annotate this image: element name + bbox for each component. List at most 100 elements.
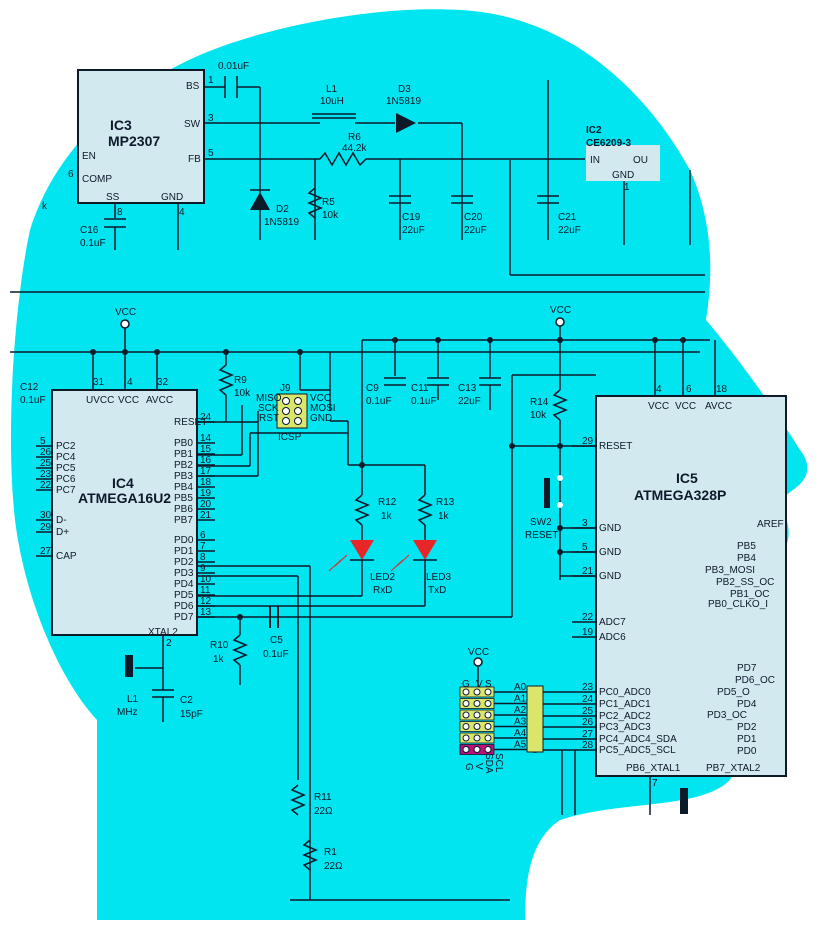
header-bottom-labels: G V SDA SCL: [463, 753, 504, 774]
ic5-top-pins: VCC VCC AVCC 4 6 18: [648, 384, 732, 412]
svg-text:V: V: [476, 679, 483, 690]
ic3-num: 8: [117, 207, 123, 218]
c16-ref: C16: [80, 225, 99, 236]
ic4-pin: PC6: [56, 474, 76, 485]
led2-ref: LED2: [370, 572, 395, 583]
ic4-pin: PB5: [174, 493, 193, 504]
ic4-pin-num: 23: [40, 469, 52, 480]
ic4-pin-num: 21: [200, 510, 212, 521]
r10-value: 1k: [213, 654, 225, 665]
ic3-pin-comp: COMP: [82, 174, 112, 185]
ic4-pin-num: 27: [40, 546, 52, 557]
ic4-pin: RESET: [174, 417, 207, 428]
ic4-pin-num: 8: [200, 552, 206, 563]
ic3-num: 6: [68, 169, 74, 180]
ic3-ref: IC3: [110, 117, 132, 133]
r1-resistor: [302, 839, 318, 871]
j9-pin: MOSI: [310, 403, 336, 414]
r10-resistor: [232, 634, 248, 666]
ic2-pin-in: IN: [590, 155, 600, 166]
ic5-pin-num: 21: [582, 566, 594, 577]
ic5-pin: AREF: [757, 519, 784, 530]
r12-ref: R12: [378, 497, 397, 508]
ic4-top-pins: UVCC VCC AVCC 31 4 32: [86, 377, 173, 406]
d3-value: 1N5819: [386, 96, 421, 107]
r9-ref: R9: [234, 375, 247, 386]
ic5-pin-num: 5: [582, 542, 588, 553]
ic5-pin: PC4_ADC4_SDA: [599, 734, 677, 745]
ic4-pin: PD1: [174, 546, 194, 557]
c9-ref: C9: [366, 383, 379, 394]
ic4-pin-num: 12: [200, 596, 212, 607]
ic4-pin-num: 30: [40, 510, 52, 521]
svg-text:32: 32: [157, 377, 169, 388]
c20-value: 22uF: [464, 225, 487, 236]
ic5-pin: PD1: [737, 734, 757, 745]
ic4-pin: PB7: [174, 515, 193, 526]
r6-resistor: [319, 151, 370, 167]
ic4-pin-num: 22: [40, 480, 52, 491]
ic4-pin: PD0: [174, 535, 194, 546]
ic2-pin-out: OU: [633, 155, 648, 166]
r13-resistor: [417, 494, 433, 526]
header-pin-label: A0: [514, 682, 527, 693]
ic3-num: 5: [208, 148, 214, 159]
ic4-pin: PB1: [174, 449, 193, 460]
ic4-pin-num: 13: [200, 607, 212, 618]
ic5-pin: PD0: [737, 746, 757, 757]
svg-text:G: G: [463, 763, 474, 771]
ic5-pin: PD3_OC: [707, 710, 747, 721]
crystal: [125, 655, 133, 677]
ic2-ref: IC2: [586, 125, 602, 136]
ic5-pin: PB4: [737, 553, 756, 564]
sw2-button: [544, 478, 550, 508]
ic5-pin: GND: [599, 547, 621, 558]
ic5-pin: PD6_OC: [735, 675, 775, 686]
ic4-pin-num: 14: [200, 433, 212, 444]
l1-ref: L1: [326, 84, 338, 95]
ic5-pin-num: 28: [582, 740, 594, 751]
ic5-pin: ADC6: [599, 632, 626, 643]
ic5-left-pins: RESET29GND3GND5GND21ADC722ADC619PC0_ADC0…: [543, 436, 677, 756]
j9-pin: GND: [310, 413, 332, 424]
ic4-pin-num: 19: [200, 488, 212, 499]
ic5-pin: PD7: [737, 663, 757, 674]
ic5-right-pins: AREFPB5PB4PB3_MOSIPB2_SS_OCPB1_OCPB0_CLK…: [705, 519, 784, 757]
ic5-ref: IC5: [676, 470, 698, 486]
ic4-pin-num: 15: [200, 444, 212, 455]
ic5-pin-num: 22: [582, 612, 594, 623]
svg-text:S: S: [485, 679, 492, 690]
j9-pin: RST: [259, 413, 279, 424]
sw2-ref: SW2: [530, 517, 552, 528]
ic3-num: 1: [208, 75, 214, 86]
d3-diode: [396, 113, 416, 133]
ic5-part: ATMEGA328P: [634, 487, 726, 503]
ic4-pin: PD4: [174, 579, 194, 590]
ic2-chip: [586, 145, 660, 181]
ic4-pin: PC5: [56, 463, 76, 474]
vcc-label: VCC: [468, 647, 489, 658]
j9-pin: MISO: [256, 393, 282, 404]
ic5-pin-num: 29: [582, 436, 594, 447]
ic3-num: 4: [179, 207, 185, 218]
svg-text:18: 18: [716, 384, 728, 395]
ic4-part: ATMEGA16U2: [78, 490, 171, 506]
r6-ref: R6: [348, 132, 361, 143]
ic5-pin-num: 26: [582, 717, 594, 728]
header-pin-label: A1: [514, 694, 527, 705]
svg-text:VCC: VCC: [675, 401, 696, 412]
header-pin-label: A3: [514, 717, 527, 728]
ic4-pin: XTAL2: [148, 627, 178, 638]
r11-resistor: [290, 784, 306, 816]
r1-value: 22Ω: [324, 861, 343, 872]
ic5-pin-num: 27: [582, 729, 594, 740]
c-top-value: 0.01uF: [218, 61, 249, 72]
ic5-pin-num: 23: [582, 682, 594, 693]
ic4-pin: D+: [56, 527, 69, 538]
ic4-pin-num: 7: [200, 541, 206, 552]
svg-text:V: V: [473, 763, 484, 770]
svg-text:SCL: SCL: [493, 753, 504, 773]
ic4-pin-num: 26: [40, 447, 52, 458]
